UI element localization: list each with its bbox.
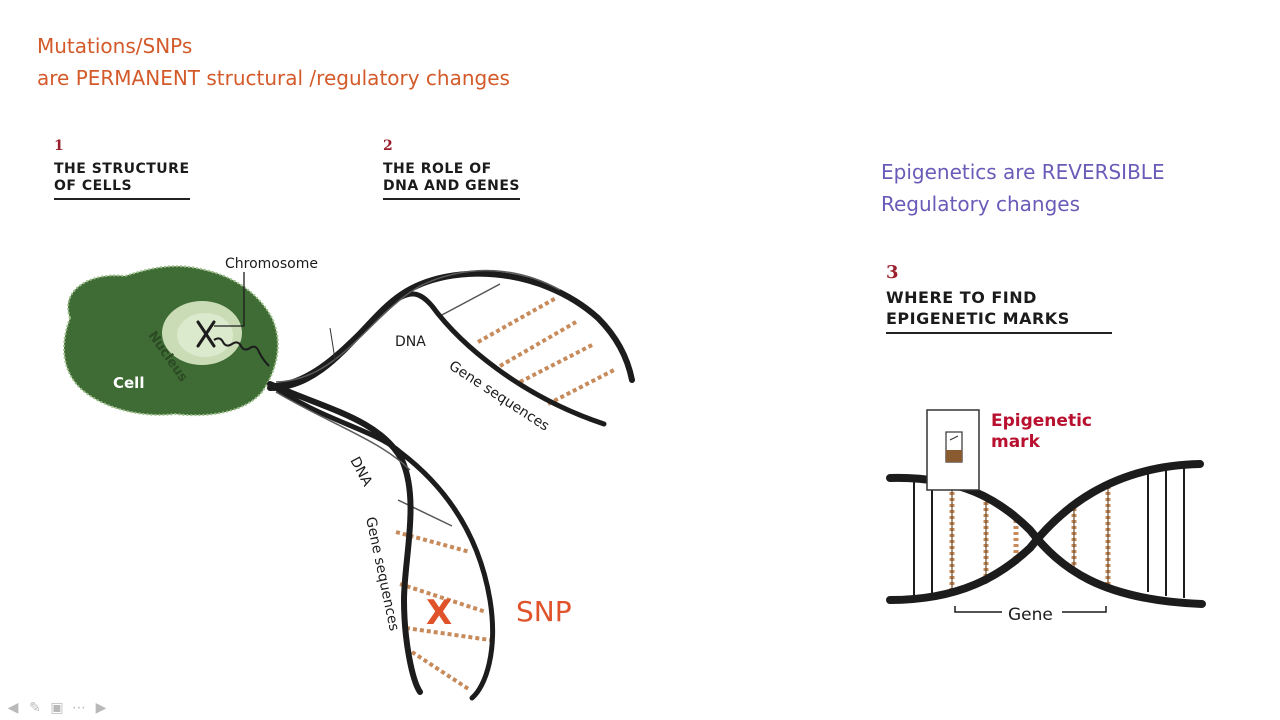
snp-label: SNP	[516, 595, 572, 628]
panel-title: THE ROLE OF DNA AND GENES	[383, 161, 521, 200]
slides-icon[interactable]: ▣	[50, 700, 64, 716]
gene-label: Gene	[1008, 605, 1053, 625]
panel-number: 1	[54, 138, 65, 154]
slide-nav-bar: ◀ ✎ ▣ ⋯ ▶	[4, 698, 110, 718]
upper-dna-label: DNA	[395, 334, 426, 350]
panel-number: 2	[383, 138, 394, 154]
chromatin-strand	[213, 337, 270, 367]
lower-dna-helix	[267, 381, 495, 701]
more-icon[interactable]: ⋯	[72, 700, 86, 716]
lower-dna-label: DNA	[346, 454, 375, 489]
epigenetic-mark-label-line1: Epigenetic	[991, 411, 1092, 431]
epigenetic-mark-label-line2: mark	[991, 432, 1041, 452]
chromosome-label: Chromosome	[225, 256, 318, 272]
pen-icon[interactable]: ✎	[29, 700, 41, 716]
mutations-heading-line1: Mutations/SNPs	[37, 34, 193, 58]
mutations-heading: Mutations/SNPs are PERMANENT structural …	[37, 30, 510, 94]
panel-title: THE STRUCTURE OF CELLS	[54, 161, 190, 200]
epigenetics-heading: Epigenetics are REVERSIBLE Regulatory ch…	[881, 156, 1165, 220]
panel-dna-genes-heading: 2 THE ROLE OF DNA AND GENES	[383, 138, 521, 200]
pen-scribble	[329, 327, 336, 361]
mutations-heading-line2: are PERMANENT structural /regulatory cha…	[37, 66, 510, 90]
cell-label: Cell	[113, 374, 144, 392]
cell-illustration	[63, 265, 279, 417]
chromosome-pointer	[214, 272, 245, 327]
gene-bracket	[954, 606, 1107, 613]
chromosome-icon	[196, 320, 216, 348]
epigenetic-mark-icon	[926, 409, 980, 491]
snp-x-mark: X	[426, 593, 452, 633]
panel-number: 3	[886, 262, 900, 283]
epigenetics-heading-line1: Epigenetics are REVERSIBLE	[881, 160, 1165, 184]
arrow-right-icon[interactable]: ▶	[95, 700, 107, 716]
upper-dna-helix	[267, 269, 635, 427]
arrow-left-icon[interactable]: ◀	[7, 700, 19, 716]
panel-epigenetic-marks-heading: 3 WHERE TO FIND EPIGENETIC MARKS	[886, 262, 1112, 334]
panel-title: WHERE TO FIND EPIGENETIC MARKS	[886, 287, 1112, 334]
epigenetics-heading-line2: Regulatory changes	[881, 192, 1081, 216]
panel-cell-structure-heading: 1 THE STRUCTURE OF CELLS	[54, 138, 190, 200]
